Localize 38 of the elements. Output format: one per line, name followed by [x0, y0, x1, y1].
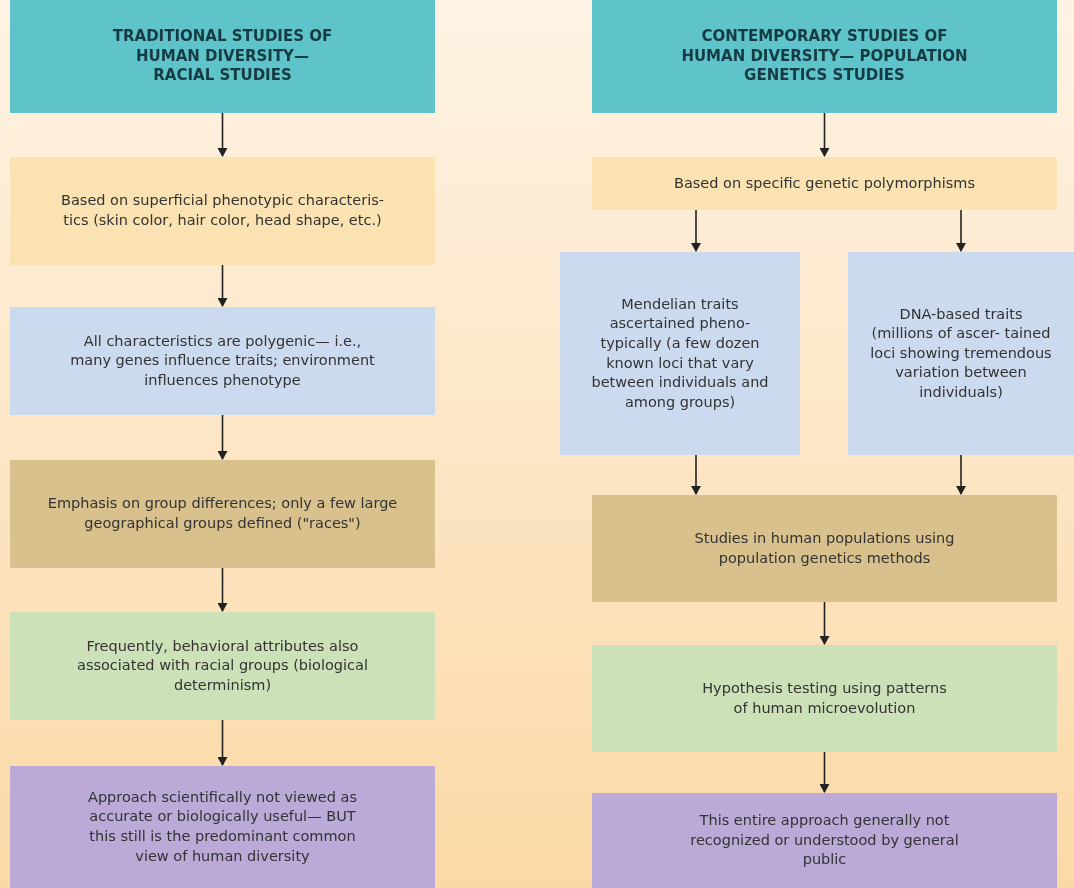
- process-box: [848, 252, 1074, 455]
- box-text: Mendelian traits ascertained pheno- typically (a few dozen known loci that vary between individuals and among groups): [590, 294, 770, 412]
- arrow: [691, 454, 701, 495]
- conclusion-box: [10, 766, 435, 888]
- box-text: DNA-based traits (millions of ascer- tained loci showing tremendous variation between individuals): [869, 304, 1053, 402]
- arrow: [819, 601, 830, 645]
- box-text: Hypothesis testing using patterns of human microevolution: [701, 678, 948, 718]
- process-box: [10, 307, 435, 415]
- heading-text: TRADITIONAL STUDIES OF HUMAN DIVERSITY— RACIAL STUDIES: [111, 27, 334, 86]
- heading-text: CONTEMPORARY STUDIES OF HUMAN DIVERSITY— POPULATION GENETICS STUDIES: [680, 27, 969, 86]
- process-box: [560, 252, 800, 455]
- arrow: [217, 264, 228, 307]
- arrow: [691, 209, 701, 252]
- box-text: Based on superficial phenotypic characteris- tics (skin color, hair color, head shape, etc.): [60, 191, 385, 230]
- box-text: Frequently, behavioral attributes also associated with racial groups (biological determinism): [76, 636, 369, 695]
- title-banner: [592, 0, 1057, 113]
- arrow: [819, 112, 830, 157]
- conclusion-box: [592, 793, 1057, 888]
- arrow: [217, 719, 228, 766]
- arrow: [217, 567, 228, 612]
- box-text: All characteristics are polygenic— i.e., many genes influence traits; environment influences phenotype: [69, 331, 376, 390]
- box-text: This entire approach generally not recognized or understood by general public: [689, 811, 960, 870]
- process-box: [10, 460, 435, 568]
- box-text: Based on specific genetic polymorphisms: [674, 173, 975, 193]
- arrow: [956, 209, 966, 252]
- process-box: [592, 645, 1057, 752]
- box-text: Emphasis on group differences; only a few large geographical groups defined ("races"): [46, 494, 399, 533]
- box-text: Studies in human populations using population genetics methods: [693, 528, 956, 568]
- title-banner: [10, 0, 435, 113]
- arrow: [217, 112, 228, 157]
- process-box: [592, 157, 1057, 210]
- box-text: Approach scientifically not viewed as accurate or biologically useful— BUT this still is the predominant common view of human diversity: [86, 787, 358, 866]
- process-box: [10, 612, 435, 720]
- process-box: [10, 157, 435, 265]
- arrow: [217, 414, 228, 460]
- arrow: [819, 751, 830, 793]
- process-box: [592, 495, 1057, 602]
- arrow: [956, 454, 966, 495]
